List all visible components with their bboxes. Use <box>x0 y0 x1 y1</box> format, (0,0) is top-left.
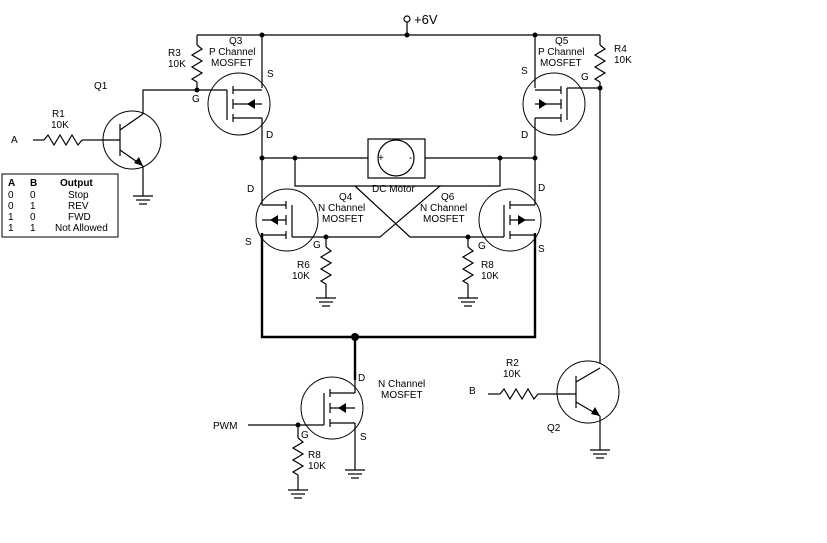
r1-resistor: R1 10K A <box>11 109 98 147</box>
truth-table-header-b: B <box>30 178 37 189</box>
r4-name: R4 <box>614 44 627 55</box>
truth-table-r0-out: Stop <box>68 190 89 201</box>
q4-pin-d: D <box>247 184 254 195</box>
q5-pin-s: S <box>521 66 528 77</box>
q5-name: Q5 <box>555 36 569 47</box>
q1-name: Q1 <box>94 81 108 92</box>
r4-resistor: R4 10K <box>593 35 632 368</box>
q1-transistor: Q1 <box>94 81 197 205</box>
q6-mosfet: Q6 N Channel MOSFET D S G <box>420 183 545 335</box>
q3-type1: P Channel <box>209 47 256 58</box>
q3-pin-s: S <box>267 69 274 80</box>
truth-table-r3-out: Not Allowed <box>55 223 108 234</box>
q6-pin-g: G <box>478 241 486 252</box>
r8b-name: R8 <box>308 450 321 461</box>
motor-label: DC Motor <box>372 184 415 195</box>
qpwm-type1: N Channel <box>378 379 425 390</box>
q2-name: Q2 <box>547 423 561 434</box>
b-input-label: B <box>469 386 476 397</box>
truth-table-r0-b: 0 <box>30 190 36 201</box>
pwm-mosfet: N Channel MOSFET D S G PWM <box>213 373 425 479</box>
q4-mosfet: Q4 N Channel MOSFET D S G <box>245 184 365 335</box>
r8a-name: R8 <box>481 260 494 271</box>
truth-table-r2-out: FWD <box>68 212 91 223</box>
dc-motor: + - DC Motor <box>367 138 426 195</box>
supply-terminal <box>403 15 411 23</box>
truth-table-header-output: Output <box>60 178 93 189</box>
q5-pin-d: D <box>521 130 528 141</box>
q3-mosfet: Q3 P Channel MOSFET S G D <box>192 35 274 158</box>
a-input-label: A <box>11 135 18 146</box>
qpwm-type2: MOSFET <box>381 390 423 401</box>
q5-type1: P Channel <box>538 47 585 58</box>
motor-minus: - <box>409 153 412 164</box>
q6-pin-d: D <box>538 183 545 194</box>
q4-type2: MOSFET <box>322 214 364 225</box>
truth-table-r1-out: REV <box>68 201 89 212</box>
q6-pin-s: S <box>538 244 545 255</box>
r2-resistor: R2 10K B <box>469 358 550 401</box>
truth-table-r2-a: 1 <box>8 212 14 223</box>
r8a-value: 10K <box>481 271 499 282</box>
low-side-bus <box>260 233 537 380</box>
pwm-input-label: PWM <box>213 421 237 432</box>
q6-name: Q6 <box>441 192 455 203</box>
r1-name: R1 <box>52 109 65 120</box>
truth-table-r1-a: 0 <box>8 201 14 212</box>
truth-table-r0-a: 0 <box>8 190 14 201</box>
q4-pin-s: S <box>245 237 252 248</box>
q4-type1: N Channel <box>318 203 365 214</box>
r2-name: R2 <box>506 358 519 369</box>
supply-label: +6V <box>414 12 438 27</box>
truth-table-r3-a: 1 <box>8 223 14 234</box>
q5-pin-g: G <box>581 72 589 83</box>
q4-pin-g: G <box>313 240 321 251</box>
truth-table: A B Output 0 0 Stop 0 1 REV 1 0 FWD 1 1 … <box>1 173 119 238</box>
r4-value: 10K <box>614 55 632 66</box>
r8b-value: 10K <box>308 461 326 472</box>
r3-value: 10K <box>168 59 186 70</box>
q6-type1: N Channel <box>420 203 467 214</box>
r6-value: 10K <box>292 271 310 282</box>
q3-pin-d: D <box>266 130 273 141</box>
r6-resistor: R6 10K <box>292 237 336 307</box>
qpwm-pin-s: S <box>360 432 367 443</box>
r3-name: R3 <box>168 48 181 59</box>
truth-table-header-a: A <box>8 178 15 189</box>
q2-transistor: Q2 <box>547 360 620 459</box>
truth-table-r3-b: 1 <box>30 223 36 234</box>
q6-type2: MOSFET <box>423 214 465 225</box>
q5-type2: MOSFET <box>540 58 582 69</box>
r8-pwm-resistor: R8 10K <box>288 425 326 499</box>
supply-rail: +6V <box>197 12 600 38</box>
qpwm-pin-d: D <box>358 373 365 384</box>
r1-value: 10K <box>51 120 69 131</box>
r6-name: R6 <box>297 260 310 271</box>
q5-mosfet: Q5 P Channel MOSFET S G D <box>521 35 600 158</box>
truth-table-r2-b: 0 <box>30 212 36 223</box>
qpwm-pin-g: G <box>301 430 309 441</box>
motor-wiring <box>259 155 538 238</box>
q3-name: Q3 <box>229 36 243 47</box>
q4-name: Q4 <box>339 192 353 203</box>
r2-value: 10K <box>503 369 521 380</box>
r8-q6-resistor: R8 10K <box>458 237 499 307</box>
motor-plus: + <box>378 153 384 164</box>
q3-type2: MOSFET <box>211 58 253 69</box>
truth-table-r1-b: 1 <box>30 201 36 212</box>
r3-resistor: R3 10K <box>168 35 204 90</box>
q3-pin-g: G <box>192 94 200 105</box>
